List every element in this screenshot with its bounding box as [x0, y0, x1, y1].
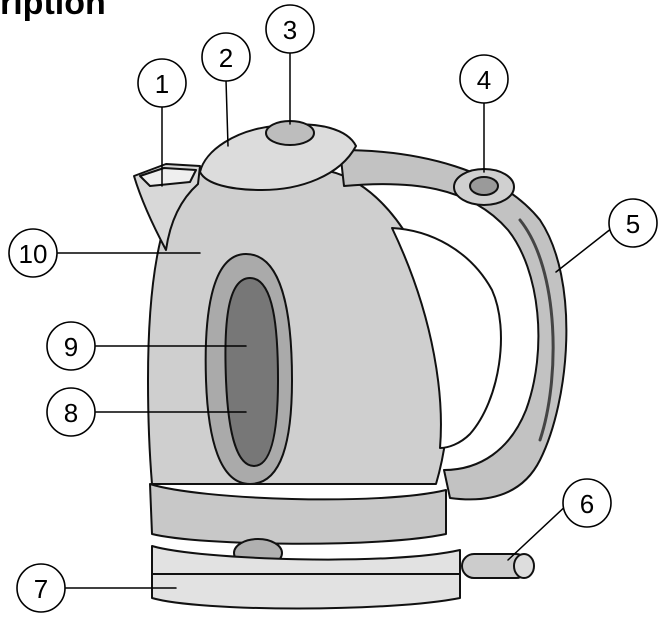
callout-number-10: 10 [19, 239, 48, 269]
handle-opening [391, 227, 502, 449]
kettle-body [147, 168, 450, 485]
kettle-lid [199, 123, 357, 191]
kettle-handle [339, 149, 568, 501]
callout-number-6: 6 [580, 489, 594, 519]
callout-number-1: 1 [155, 69, 169, 99]
callout-number-5: 5 [626, 209, 640, 239]
leader-lines [57, 51, 613, 589]
callout-circle-1 [137, 58, 187, 108]
callout-number-2: 2 [219, 43, 233, 73]
power-base [151, 545, 461, 610]
callout-circle-2 [201, 32, 251, 82]
callout-circle-10 [8, 228, 58, 278]
callout-number-8: 8 [64, 398, 78, 428]
callout-circle-5 [608, 198, 658, 248]
power-switch-center [469, 176, 499, 196]
callout-circle-9 [46, 321, 96, 371]
callout-number-9: 9 [64, 332, 78, 362]
callout-circle-6 [562, 478, 612, 528]
water-window [224, 277, 279, 467]
callout-circle-3 [265, 4, 315, 54]
callout-number-4: 4 [477, 65, 491, 95]
callout-number-7: 7 [34, 574, 48, 604]
spout-lip [139, 167, 197, 187]
callout-circle-8 [46, 387, 96, 437]
cord-end [513, 553, 535, 579]
callout-number-3: 3 [283, 15, 297, 45]
leader-6 [507, 501, 571, 561]
section-heading: ription [0, 0, 106, 22]
leader-2 [225, 79, 229, 147]
leader-5 [555, 227, 613, 273]
handle-stripe [518, 218, 555, 442]
callout-circle-4 [459, 54, 509, 104]
callout-circle-7 [16, 563, 66, 613]
lower-band [149, 483, 447, 545]
